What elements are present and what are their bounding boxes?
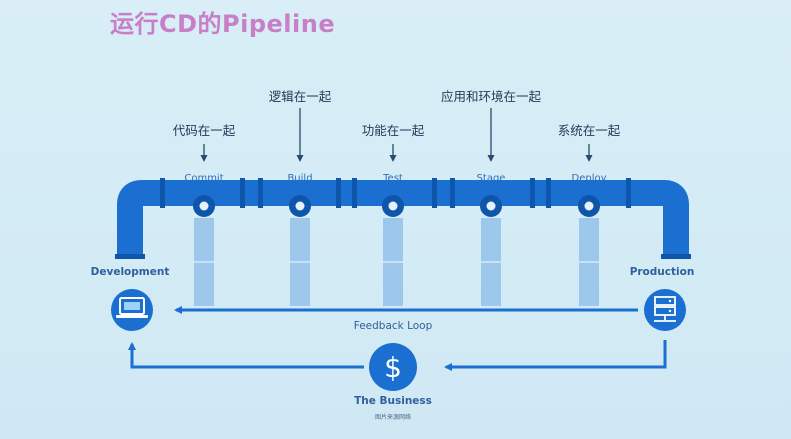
business-node: $ (369, 343, 417, 391)
stage-label-build: Build (287, 173, 313, 184)
stage-label-deploy: Deploy (571, 173, 607, 184)
stage-label-stage: Stage (476, 173, 506, 184)
business-sublabel: 图片来源网络 (374, 414, 412, 421)
drop-pipes (194, 218, 599, 306)
annotation-arrows (200, 108, 593, 162)
annotation-commit: 代码在一起 (172, 123, 236, 138)
dollar-icon: $ (384, 351, 402, 384)
business-arrow-right (444, 340, 667, 371)
annotation-build: 逻辑在一起 (268, 89, 332, 104)
page-title: 运行CD的Pipeline (110, 10, 336, 38)
development-label: Development (90, 266, 170, 278)
server-icon (654, 296, 676, 322)
pipe-flanges (115, 178, 691, 259)
stage-label-test: Test (383, 173, 403, 184)
annotation-stage: 应用和环境在一起 (440, 89, 542, 104)
development-node (111, 289, 153, 331)
production-node (644, 289, 686, 331)
annotation-deploy: 系统在一起 (557, 123, 621, 138)
valve-joints (193, 195, 600, 217)
business-arrow-left (128, 342, 364, 369)
business-label: The Business (354, 395, 432, 407)
laptop-icon (116, 297, 148, 318)
main-pipe (117, 180, 689, 258)
feedback-loop-label: Feedback Loop (353, 320, 433, 332)
production-label: Production (629, 266, 695, 278)
annotation-test: 功能在一起 (361, 123, 425, 138)
stage-label-commit: Commit (184, 173, 224, 184)
